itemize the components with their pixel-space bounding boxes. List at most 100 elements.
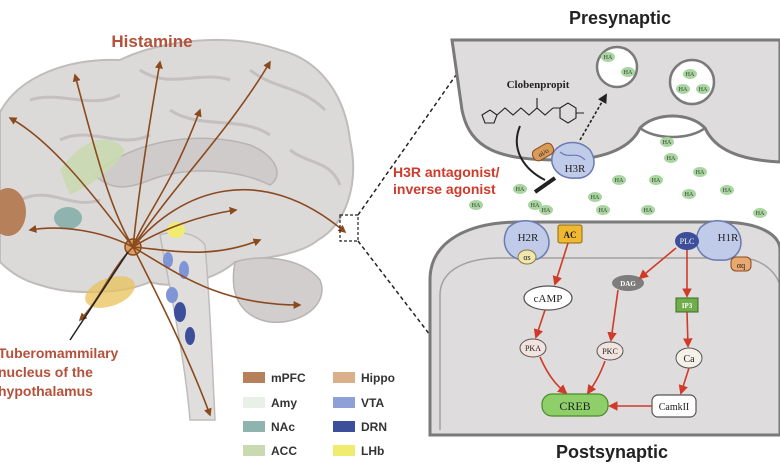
cleft-ha-7: HA bbox=[685, 192, 694, 198]
node-ip3: IP3 bbox=[675, 297, 699, 313]
brain-gyri bbox=[19, 68, 342, 204]
zoom-box bbox=[339, 214, 359, 242]
cleft-ha-8: HA bbox=[591, 195, 600, 201]
node-creb: CREB bbox=[541, 393, 609, 417]
cleft-ha-10: HA bbox=[472, 203, 481, 209]
legend-label-vta: VTA bbox=[361, 396, 384, 410]
vesicle-1: HA HA bbox=[595, 45, 639, 89]
cleft-ha-2: HA bbox=[667, 156, 676, 162]
legend-swatch-lhb bbox=[333, 445, 355, 456]
cleft-ha-5: HA bbox=[615, 178, 624, 184]
ac-enzyme: AC bbox=[557, 224, 583, 244]
vesicle-1-ha-1: HA bbox=[604, 55, 613, 61]
nucleus-label-line-3: hypothalamus bbox=[0, 383, 93, 399]
h3r-label: H3R bbox=[565, 163, 586, 175]
region-acc bbox=[60, 139, 125, 195]
dag-label: DAG bbox=[620, 280, 636, 288]
legend-label-drn: DRN bbox=[361, 420, 387, 434]
cleft-ha-6: HA bbox=[723, 188, 732, 194]
gi-protein: αi/o bbox=[531, 142, 555, 162]
region-nac bbox=[54, 207, 82, 229]
legend-swatch-nac bbox=[243, 421, 265, 432]
legend-swatch-amy bbox=[243, 397, 265, 408]
region-drn bbox=[174, 302, 195, 345]
camp-label: cAMP bbox=[534, 293, 563, 305]
legend-label-mpfc: mPFC bbox=[271, 371, 306, 385]
legend-label-nac: NAc bbox=[271, 420, 295, 434]
nucleus-label-line-2: nucleus of the bbox=[0, 364, 93, 380]
legend-swatch-hippo bbox=[333, 372, 355, 383]
ha-release-arrow bbox=[579, 93, 607, 141]
legend: mPFC Hippo Amy VTA NAc DRN ACC LHb bbox=[243, 371, 395, 458]
clobenpropit-label: Clobenpropit bbox=[507, 79, 570, 91]
clobenpropit-inhibition-bar bbox=[533, 176, 557, 194]
camkii-label: CamkII bbox=[659, 402, 690, 413]
cleft-ha-3: HA bbox=[696, 170, 705, 176]
node-ca: Ca bbox=[675, 347, 703, 369]
plc-enzyme: PLC bbox=[675, 232, 699, 250]
pka-label: PKA bbox=[525, 344, 541, 353]
postsynaptic-title: Postsynaptic bbox=[556, 442, 668, 462]
vesicle-2: HA HA HA bbox=[668, 58, 716, 106]
region-mpfc bbox=[0, 188, 26, 236]
node-camp: cAMP bbox=[523, 285, 573, 311]
gq-label: αq bbox=[737, 261, 745, 270]
h2r-receptor: H2R αs bbox=[503, 220, 550, 265]
cleft-ha-12: HA bbox=[542, 208, 551, 214]
cleft-ha-13: HA bbox=[599, 208, 608, 214]
creb-label: CREB bbox=[559, 399, 590, 413]
cleft-ha-14: HA bbox=[644, 208, 653, 214]
pkc-label: PKC bbox=[602, 347, 618, 356]
synaptic-cleft-histamine: HA HA HA HA HA HA HA HA HA HA HA HA HA H… bbox=[469, 137, 767, 218]
cerebellum bbox=[232, 257, 323, 323]
legend-label-lhb: LHb bbox=[361, 444, 384, 458]
h1r-label: H1R bbox=[718, 232, 739, 244]
histamine-projections bbox=[8, 60, 347, 417]
legend-swatch-mpfc bbox=[243, 372, 265, 383]
vesicle-2-ha-1: HA bbox=[686, 72, 695, 78]
node-pkc: PKC bbox=[596, 341, 624, 361]
cleft-ha-11: HA bbox=[531, 203, 540, 209]
h1r-receptor: H1R αq bbox=[695, 220, 752, 272]
legend-label-acc: ACC bbox=[271, 444, 297, 458]
zoom-connector-top bbox=[357, 54, 471, 216]
gs-label: αs bbox=[523, 253, 530, 262]
nucleus-label-line-1: Tuberomammilary bbox=[0, 345, 119, 361]
node-camkii: CamkII bbox=[651, 394, 697, 418]
legend-swatch-drn bbox=[333, 421, 355, 432]
ca-label: Ca bbox=[683, 354, 695, 365]
h2r-label: H2R bbox=[518, 232, 539, 244]
vesicle-2-ha-2: HA bbox=[679, 87, 688, 93]
cleft-ha-9: HA bbox=[516, 187, 525, 193]
region-lhb bbox=[167, 222, 185, 238]
brain-illustration bbox=[0, 38, 355, 421]
presynaptic-title: Presynaptic bbox=[569, 8, 671, 28]
zoom-connector-bottom bbox=[357, 240, 441, 349]
node-dag: DAG bbox=[612, 275, 644, 291]
cleft-ha-4: HA bbox=[652, 178, 661, 184]
antagonist-label-line-2: inverse agonist bbox=[393, 181, 496, 197]
region-hippo bbox=[85, 276, 135, 308]
histamine-title: Histamine bbox=[111, 32, 192, 51]
clobenpropit-arrow bbox=[515, 125, 546, 181]
legend-swatch-acc bbox=[243, 445, 265, 456]
vesicle-1-ha-2: HA bbox=[624, 70, 633, 76]
antagonist-label: H3R antagonist/ inverse agonist bbox=[393, 164, 500, 197]
node-pka: PKA bbox=[519, 338, 547, 358]
clobenpropit-structure bbox=[481, 98, 584, 124]
antagonist-label-line-1: H3R antagonist/ bbox=[393, 164, 500, 180]
ip3-label: IP3 bbox=[682, 302, 693, 310]
nucleus-label: Tuberomammilary nucleus of the hypothala… bbox=[0, 345, 119, 399]
cleft-ha-1: HA bbox=[663, 140, 672, 146]
nucleus-pointer bbox=[69, 251, 129, 341]
legend-swatch-vta bbox=[333, 397, 355, 408]
signaling-arrows bbox=[533, 242, 693, 411]
vesicle-2-ha-3: HA bbox=[699, 87, 708, 93]
legend-label-amy: Amy bbox=[271, 396, 297, 410]
postsynaptic-terminal bbox=[428, 220, 780, 437]
cleft-ha-15: HA bbox=[756, 211, 765, 217]
ac-label: AC bbox=[564, 230, 577, 240]
region-vta bbox=[163, 252, 189, 303]
plc-label: PLC bbox=[680, 237, 695, 246]
